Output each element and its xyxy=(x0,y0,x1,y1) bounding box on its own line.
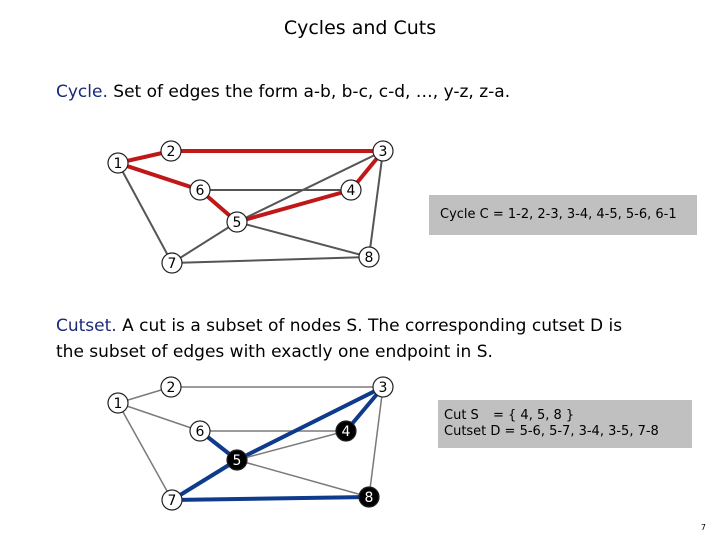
edge-3-8 xyxy=(368,150,384,258)
node-label-6: 6 xyxy=(196,424,205,440)
node-label-4: 4 xyxy=(347,183,356,199)
edge-3-8 xyxy=(368,386,384,498)
cut-box-row1-value: = { 4, 5, 8 } xyxy=(493,408,575,423)
cutset-definition-line1: Cutset. A cut is a subset of nodes S. Th… xyxy=(56,313,622,339)
node-3 xyxy=(372,376,394,398)
node-4 xyxy=(335,420,357,442)
cut-box-row1: Cut S = { 4, 5, 8 } xyxy=(444,408,692,424)
cycle-definition: Cycle. Set of edges the form a-b, b-c, c… xyxy=(56,79,510,105)
node-label-5: 5 xyxy=(233,453,242,469)
edge-5-7 xyxy=(170,458,239,502)
cutset-definition-text: A cut is a subset of nodes S. The corres… xyxy=(122,316,623,336)
node-5 xyxy=(226,449,248,471)
edge-5-8 xyxy=(236,459,370,498)
node-3 xyxy=(372,140,394,162)
node-8 xyxy=(358,486,380,508)
edge-3-5 xyxy=(236,385,384,462)
node-label-7: 7 xyxy=(168,493,177,509)
node-6 xyxy=(189,179,211,201)
edge-1-6 xyxy=(117,402,201,432)
edge-7-8 xyxy=(171,495,370,502)
node-8 xyxy=(358,246,380,268)
edge-1-6 xyxy=(117,161,201,192)
cycle-box-value: = 1-2, 2-3, 3-4, 4-5, 5-6, 6-1 xyxy=(492,207,677,222)
cut-box-row2-key: Cutset D = xyxy=(444,424,516,439)
node-label-1: 1 xyxy=(114,156,123,172)
cycle-box-key: Cycle C xyxy=(440,207,489,222)
cut-box-row2-value: 5-6, 5-7, 3-4, 3-5, 7-8 xyxy=(519,424,659,439)
node-6 xyxy=(189,420,211,442)
node-label-2: 2 xyxy=(167,380,176,396)
node-7 xyxy=(161,252,183,274)
node-4 xyxy=(340,179,362,201)
node-7 xyxy=(161,489,183,511)
edge-4-5 xyxy=(236,430,347,461)
node-label-7: 7 xyxy=(168,256,177,272)
node-label-4: 4 xyxy=(342,424,351,440)
node-5 xyxy=(226,211,248,233)
cycle-definition-text: Set of edges the form a-b, b-c, c-d, …, … xyxy=(113,82,511,102)
edge-3-5 xyxy=(236,150,384,223)
cut-box: Cut S = { 4, 5, 8 } Cutset D = 5-6, 5-7, … xyxy=(438,400,692,448)
cutset-definition-line2: the subset of edges with exactly one end… xyxy=(56,342,493,362)
page-title: Cycles and Cuts xyxy=(283,17,437,39)
node-label-1: 1 xyxy=(114,396,123,412)
edge-1-7 xyxy=(117,162,173,264)
node-label-8: 8 xyxy=(365,490,374,506)
edge-5-7 xyxy=(171,221,238,264)
cut-box-row1-key: Cut S xyxy=(444,408,479,423)
node-2 xyxy=(160,140,182,162)
node-label-5: 5 xyxy=(233,215,242,231)
node-label-3: 3 xyxy=(379,144,388,160)
node-label-6: 6 xyxy=(196,183,205,199)
node-1 xyxy=(107,152,129,174)
cycle-term: Cycle. xyxy=(56,82,108,102)
page-number: 7 xyxy=(700,523,706,532)
node-label-3: 3 xyxy=(379,380,388,396)
cut-box-row2: Cutset D = 5-6, 5-7, 3-4, 3-5, 7-8 xyxy=(444,424,692,440)
cutset-term: Cutset. xyxy=(56,316,117,336)
edge-7-8 xyxy=(171,256,370,264)
node-label-2: 2 xyxy=(167,144,176,160)
edge-1-7 xyxy=(117,402,173,501)
node-label-8: 8 xyxy=(365,250,374,266)
edge-4-5 xyxy=(236,188,352,224)
node-2 xyxy=(160,376,182,398)
edge-5-8 xyxy=(236,221,370,258)
cycle-box: Cycle C = 1-2, 2-3, 3-4, 4-5, 5-6, 6-1 xyxy=(429,195,697,235)
node-1 xyxy=(107,392,129,414)
